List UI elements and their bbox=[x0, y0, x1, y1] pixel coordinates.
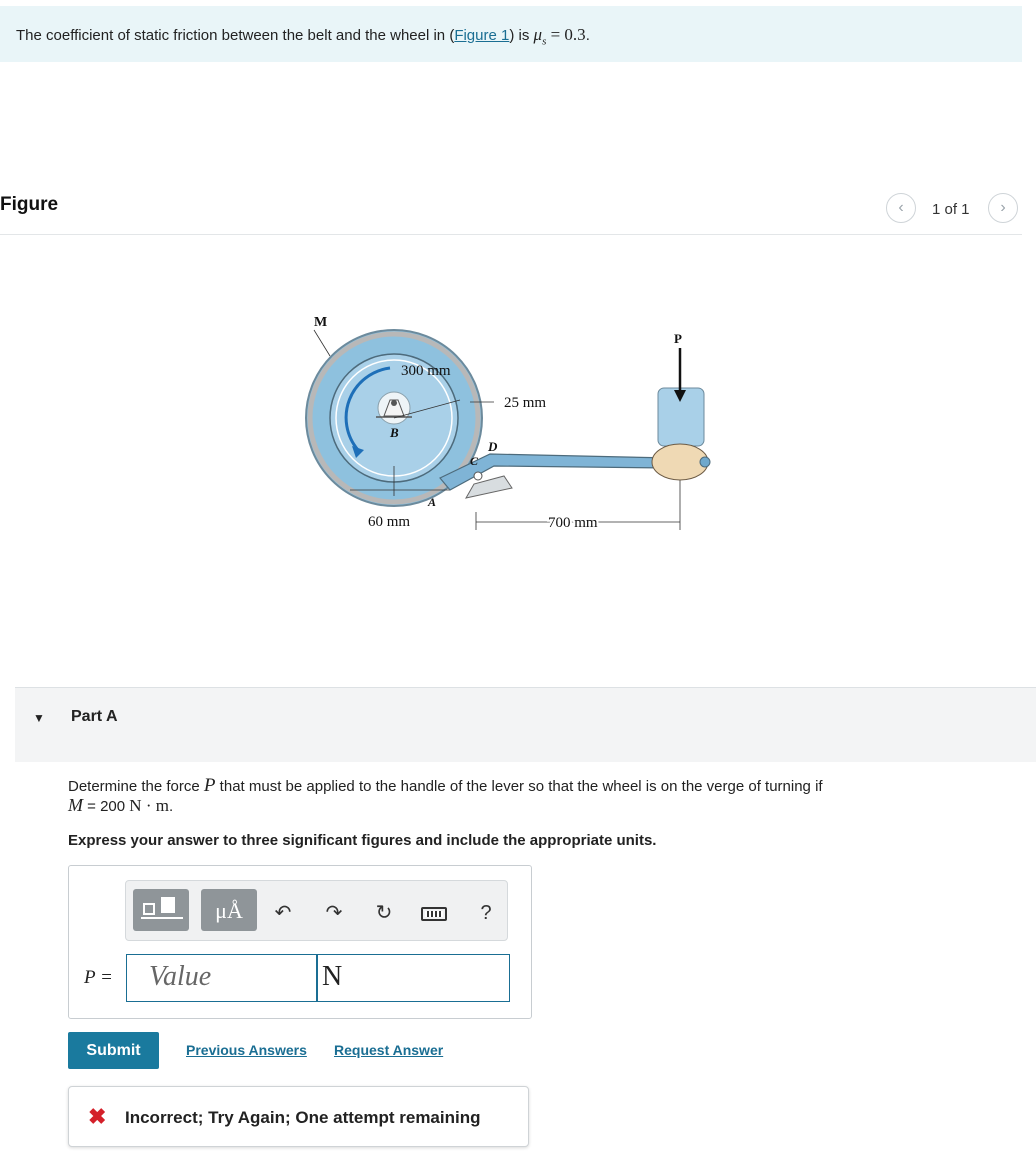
chevron-right-icon[interactable]: › bbox=[988, 193, 1018, 223]
figure-pager-text: 1 of 1 bbox=[932, 201, 970, 218]
instructions: Express your answer to three significant… bbox=[68, 832, 657, 849]
reset-icon[interactable]: ↻ bbox=[375, 902, 393, 924]
intro-text-mid: ) is bbox=[509, 27, 534, 44]
answer-label: P = bbox=[84, 967, 113, 988]
feedback-box bbox=[68, 1086, 529, 1147]
label-300mm: 300 mm bbox=[401, 363, 451, 379]
intro-period: . bbox=[585, 27, 590, 44]
var-m: M bbox=[68, 795, 83, 815]
radius-leader bbox=[393, 399, 461, 419]
label-m: M bbox=[314, 315, 327, 330]
part-a-title: Part A bbox=[71, 708, 118, 725]
brake-belt bbox=[307, 331, 481, 505]
m-leader bbox=[313, 329, 331, 357]
figure-divider bbox=[0, 234, 1022, 235]
question-text: Determine the force P that must be appli… bbox=[68, 775, 823, 815]
undo-icon[interactable]: ↶ bbox=[274, 902, 292, 924]
label-25mm: 25 mm bbox=[504, 395, 546, 411]
chevron-left-icon[interactable]: ‹ bbox=[886, 193, 916, 223]
help-icon[interactable]: ? bbox=[480, 902, 492, 924]
label-c: C bbox=[470, 454, 479, 468]
mu-symbol: μs = 0.3 bbox=[533, 25, 586, 48]
units-button[interactable]: μÅ bbox=[201, 889, 257, 931]
keyboard-icon[interactable] bbox=[421, 907, 447, 921]
moment-arrow bbox=[344, 366, 391, 451]
force-p-arrowhead bbox=[674, 390, 686, 402]
lever-pin-support bbox=[465, 475, 513, 499]
label-a: A bbox=[427, 495, 436, 509]
x-icon: ✖ bbox=[88, 1104, 107, 1129]
pin-support-b bbox=[383, 399, 405, 417]
lever-pin bbox=[473, 471, 483, 481]
problem-intro-banner bbox=[0, 6, 1022, 62]
pin-b bbox=[391, 400, 397, 406]
figure-title: Figure bbox=[0, 194, 59, 215]
value-input[interactable]: Value bbox=[126, 954, 317, 1002]
label-b: B bbox=[389, 425, 399, 440]
request-answer-link[interactable]: Request Answer bbox=[334, 1042, 444, 1058]
label-60mm: 60 mm bbox=[368, 514, 410, 530]
redo-icon[interactable]: ↷ bbox=[325, 902, 343, 924]
figure-link[interactable]: Figure 1 bbox=[454, 27, 510, 44]
templates-button[interactable] bbox=[133, 889, 189, 931]
feedback-text: Incorrect; Try Again; One attempt remain… bbox=[125, 1108, 481, 1127]
belt-wheel-lever-figure: M P 300 mm B 25 mm D C A 60 mm 700 mm bbox=[305, 315, 711, 533]
handle-end bbox=[699, 456, 711, 468]
label-700mm: 700 mm bbox=[548, 515, 598, 531]
templates-icon-bar bbox=[141, 917, 183, 919]
moment-arrowhead bbox=[352, 446, 364, 458]
templates-icon-block bbox=[161, 897, 175, 913]
previous-answers-link[interactable]: Previous Answers bbox=[186, 1042, 307, 1058]
label-d: D bbox=[487, 439, 498, 454]
unit-input[interactable]: N bbox=[317, 954, 510, 1002]
part-a-header[interactable] bbox=[15, 687, 1036, 762]
templates-icon bbox=[143, 903, 155, 915]
label-p: P bbox=[674, 331, 682, 346]
units-nm: N · m bbox=[129, 796, 169, 815]
collapse-arrow-icon[interactable]: ▼ bbox=[33, 711, 45, 725]
problem-intro-text: The coefficient of static friction betwe… bbox=[16, 25, 590, 47]
var-p: P bbox=[203, 775, 216, 796]
intro-text-start: The coefficient of static friction betwe… bbox=[16, 27, 455, 44]
submit-button[interactable]: Submit bbox=[68, 1032, 159, 1069]
